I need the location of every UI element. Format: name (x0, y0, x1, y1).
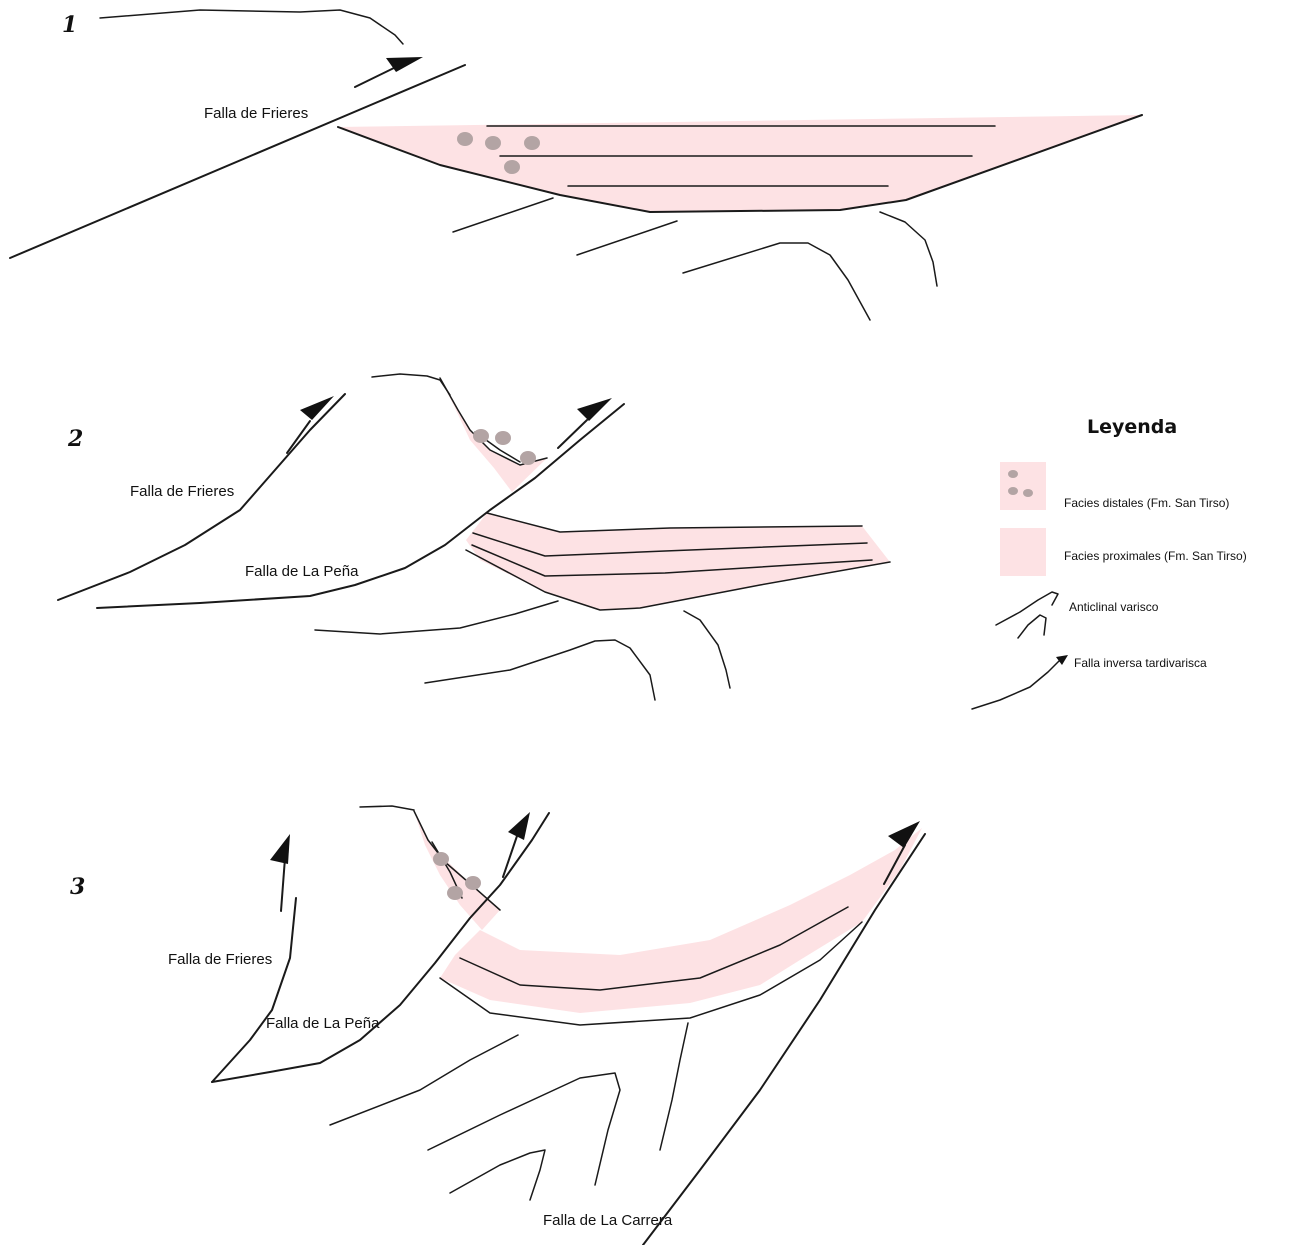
pebble (457, 132, 473, 146)
legend-label-distal: Facies distales (Fm. San Tirso) (1064, 496, 1229, 510)
pebble (1008, 487, 1018, 495)
panel-1: 1 Falla de Frieres (10, 10, 1142, 320)
label-falla-frieres-1: Falla de Frieres (204, 105, 308, 122)
fold-line (330, 1035, 518, 1125)
fold-line (880, 212, 937, 286)
pebble (495, 431, 511, 445)
panel-3: 3 Falla de Frieres Falla de La Peña Fall… (70, 806, 925, 1245)
label-falla-frieres-2: Falla de Frieres (130, 483, 234, 500)
fault-arrow-head (270, 834, 290, 864)
pebble (520, 451, 536, 465)
legend-label-reverse-fault: Falla inversa tardivarisca (1074, 656, 1207, 670)
fold-line (315, 601, 558, 634)
legend: Leyenda Facies distales (Fm. San Tirso) … (972, 416, 1247, 709)
fault-arrow-head (508, 812, 530, 840)
fault-arrow-shaft (281, 858, 285, 911)
label-falla-pena-2: Falla de La Peña (245, 563, 359, 580)
anticline-fold (425, 640, 655, 700)
contour-line (360, 806, 414, 810)
pebble (1008, 470, 1018, 478)
contour-line (100, 10, 403, 44)
pebble (1023, 489, 1033, 497)
label-falla-pena-3: Falla de La Peña (266, 1015, 380, 1032)
pebble (485, 136, 501, 150)
contour-line (372, 374, 450, 395)
panel-2: 2 Falla de Frieres Falla de La Peña (58, 374, 890, 700)
label-falla-frieres-3: Falla de Frieres (168, 951, 272, 968)
pebble (473, 429, 489, 443)
legend-label-anticline: Anticlinal varisco (1069, 600, 1159, 614)
proximal-facies-band-3 (440, 828, 922, 1013)
panel-1-number: 1 (62, 12, 77, 38)
pebble (433, 852, 449, 866)
distal-facies-wedge-3 (414, 811, 500, 930)
carrera-fault-line (643, 834, 925, 1245)
anticline-fold (450, 1150, 545, 1200)
anticline-symbol-icon (996, 592, 1058, 638)
fault-arrow-shaft (355, 66, 398, 87)
panel-3-number: 3 (70, 874, 85, 900)
pebble (447, 886, 463, 900)
pebble (504, 160, 520, 174)
fold-line (577, 221, 677, 255)
frieres-fault-line (10, 65, 465, 258)
fold-line (684, 611, 730, 688)
pink-swatch-icon (1000, 528, 1046, 576)
anticline-fold (428, 1073, 620, 1185)
panel-2-number: 2 (67, 426, 83, 452)
basin-fill-1 (338, 115, 1142, 212)
pebble-swatch-icon (1000, 462, 1046, 510)
reverse-fault-symbol-icon (972, 655, 1068, 709)
fold-line (660, 1023, 688, 1150)
fault-arrow-shaft (287, 421, 310, 453)
fold-line (453, 198, 553, 232)
fault-arrow-shaft (558, 420, 587, 448)
pebble (465, 876, 481, 890)
legend-label-proximal: Facies proximales (Fm. San Tirso) (1064, 549, 1247, 563)
label-falla-carrera-3: Falla de La Carrera (543, 1212, 673, 1229)
fault-arrow-head (300, 396, 334, 420)
frieres-fault-line (212, 898, 296, 1082)
pebble (524, 136, 540, 150)
anticline-fold (683, 243, 870, 320)
distal-facies-wedge-2 (440, 378, 547, 492)
legend-title: Leyenda (1087, 416, 1177, 438)
